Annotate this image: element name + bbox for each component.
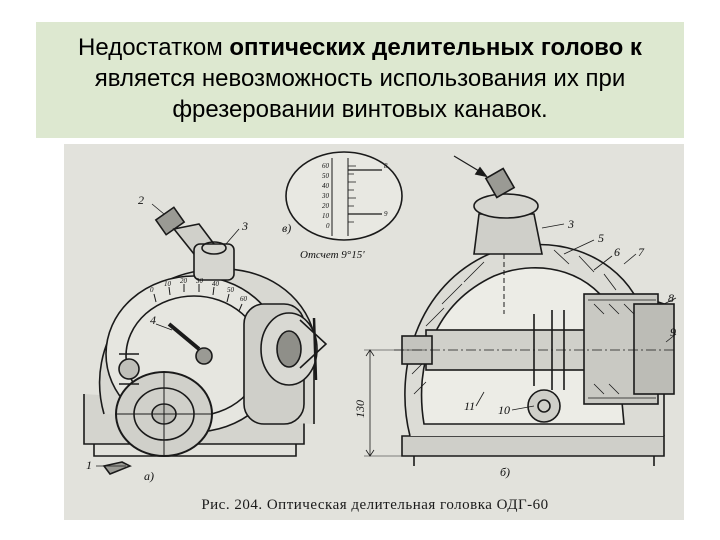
slide-text-normal-end: является невозможность использования их …	[94, 65, 626, 123]
view-a-external	[83, 203, 328, 475]
view-b-section	[364, 155, 677, 466]
dial-number-10: 10	[164, 280, 172, 288]
scale-num-60: 60	[322, 162, 330, 170]
figure-caption: Рис. 204. Оптическая делительная головка…	[201, 497, 549, 513]
slide-text-banner: Недостатком оптических делительных голов…	[36, 22, 684, 138]
scale-num-30: 30	[321, 192, 330, 200]
scale-mark-8: 8	[384, 162, 388, 170]
part-label-3: 3	[241, 219, 248, 233]
part-label-10: 10	[498, 403, 510, 417]
scale-num-0: 0	[326, 222, 330, 230]
dial-number-30: 30	[195, 277, 204, 285]
part-label-8: 8	[668, 291, 674, 305]
part-label-9: 9	[670, 325, 676, 339]
view-a-labels: 1 2 3 4 а) 0 10 20 30 40 50 60	[86, 193, 248, 483]
dial-number-60: 60	[240, 295, 248, 303]
dial-number-50: 50	[227, 286, 235, 294]
dial-number-0: 0	[150, 286, 154, 294]
view-b-labels: 3 5 6 7 8 9 10 11 б) 130	[353, 217, 676, 479]
part-label-4: 4	[150, 313, 156, 327]
view-label-v: в)	[282, 221, 291, 235]
scale-num-50: 50	[322, 172, 330, 180]
part-label-11: 11	[464, 399, 475, 413]
inset-reading-text: Отсчет 9°15'	[300, 249, 365, 261]
part-label-2: 2	[138, 193, 144, 207]
part-label-6: 6	[614, 245, 620, 259]
slide-text-bold: оптических делительных голово к	[229, 34, 642, 61]
dividing-head-drawing: 1 2 3 4 а) 0 10 20 30 40 50 60 60 50 40 …	[83, 151, 677, 483]
scale-num-20: 20	[322, 202, 330, 210]
view-v-scale-inset	[285, 151, 403, 241]
part-label-7: 7	[638, 245, 645, 259]
dial-number-20: 20	[180, 277, 188, 285]
slide-text-normal-start: Недостатком	[78, 34, 230, 61]
part-label-5: 5	[598, 231, 604, 245]
scale-num-40: 40	[322, 182, 330, 190]
view-label-a: а)	[144, 469, 154, 483]
technical-drawing: 1 2 3 4 а) 0 10 20 30 40 50 60 60 50 40 …	[64, 144, 684, 520]
dimension-130: 130	[353, 400, 367, 418]
part-label-3-section: 3	[567, 217, 574, 231]
view-v-labels: 60 50 40 30 20 10 0 8 9 в) Отсчет 9°15'	[282, 162, 388, 261]
view-label-b: б)	[500, 465, 510, 479]
part-label-1: 1	[86, 458, 92, 472]
scale-mark-9: 9	[384, 210, 388, 218]
dial-number-40: 40	[212, 280, 220, 288]
scale-num-10: 10	[322, 212, 330, 220]
